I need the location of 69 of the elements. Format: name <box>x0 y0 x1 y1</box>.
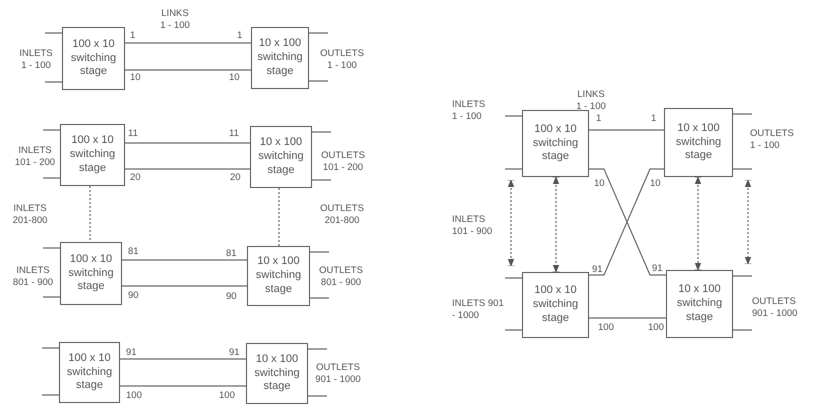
switching-stage-box <box>60 242 122 305</box>
link-line <box>124 168 250 170</box>
stage-label: 10 x 100 switching stage <box>674 122 722 164</box>
stage-label: 100 x 10 switching stage <box>68 134 116 176</box>
stage-label: 10 x 100 switching stage <box>257 136 305 178</box>
stage-label: 10 x 100 switching stage <box>256 37 304 79</box>
switching-stage-box <box>250 126 312 188</box>
port-range-label: INLETS 101 - 900 <box>452 214 494 239</box>
port-number: 91 <box>652 263 663 276</box>
port-number: 81 <box>128 246 139 258</box>
port-number: 81 <box>226 248 237 260</box>
port-range-label: OUTLETS 201-800 <box>319 203 365 228</box>
port-range-label: INLETS 201-800 <box>12 203 48 228</box>
switching-stage-box <box>60 124 125 186</box>
port-number: 1 <box>651 113 656 126</box>
port-number: 91 <box>592 264 603 276</box>
switching-stage-box <box>664 108 733 177</box>
port-range-label: OUTLETS 1 - 100 <box>750 128 795 153</box>
stage-label: 100 x 10 switching stage <box>70 38 118 80</box>
port-range-label: LINKS 1 - 100 <box>159 8 191 33</box>
stage-label: 100 x 10 switching stage <box>66 352 114 394</box>
port-range-label: OUTLETS 101 - 200 <box>320 150 366 175</box>
port-range-label: OUTLETS 1 - 100 <box>319 48 365 73</box>
port-number: 100 <box>598 322 614 334</box>
port-number: 1 <box>130 30 136 42</box>
stage-label: 100 x 10 switching stage <box>67 252 115 294</box>
port-number: 91 <box>126 347 137 360</box>
port-range-label: INLETS 801 - 900 <box>12 265 54 290</box>
link-line <box>124 42 252 44</box>
port-range-label: INLETS 1 - 100 <box>452 99 486 124</box>
port-number: 100 <box>219 390 235 402</box>
switching-stage-box <box>522 272 589 338</box>
stage-label: 100 x 10 switching stage <box>532 284 580 326</box>
port-number: 100 <box>648 322 664 334</box>
port-range-label: INLETS 101 - 200 <box>14 145 56 170</box>
link-line <box>120 358 246 360</box>
port-number: 100 <box>126 390 142 402</box>
switching-stage-box <box>522 110 589 177</box>
port-range-label: INLETS 1 - 100 <box>18 48 54 73</box>
port-number: 11 <box>128 128 138 140</box>
port-number: 20 <box>130 172 141 184</box>
port-number: 10 <box>229 72 240 84</box>
port-number: 20 <box>230 172 241 184</box>
switching-stage-box <box>251 27 309 89</box>
link-line <box>124 142 250 144</box>
port-range-label: INLETS 901 - 1000 <box>452 298 504 323</box>
port-range-label: OUTLETS 901 - 1000 <box>314 362 362 387</box>
port-number: 10 <box>130 72 141 84</box>
port-number: 10 <box>650 178 661 190</box>
stage-label: 100 x 10 switching stage <box>532 122 580 164</box>
switching-stage-box <box>666 270 733 338</box>
switching-stage-box <box>59 342 120 403</box>
port-number: 90 <box>226 291 237 304</box>
port-number: 91 <box>229 347 240 360</box>
port-number: 10 <box>594 178 605 190</box>
port-range-label: LINKS 1 - 100 <box>575 89 607 114</box>
switching-stage-box <box>246 343 308 404</box>
port-number: 1 <box>596 113 602 126</box>
stage-label: 10 x 100 switching stage <box>253 352 301 394</box>
dotted-continuation-line <box>278 188 280 246</box>
port-number: 90 <box>128 290 139 302</box>
switching-stage-box <box>62 27 125 90</box>
port-range-label: OUTLETS 901 - 1000 <box>752 296 798 321</box>
stage-label: 10 x 100 switching stage <box>254 255 302 297</box>
stage-label: 10 x 100 switching stage <box>676 283 724 325</box>
switching-stage-box <box>247 246 310 306</box>
port-number: 1 <box>237 30 242 42</box>
port-number: 11 <box>229 128 239 140</box>
port-range-label: OUTLETS 801 - 900 <box>318 265 364 290</box>
